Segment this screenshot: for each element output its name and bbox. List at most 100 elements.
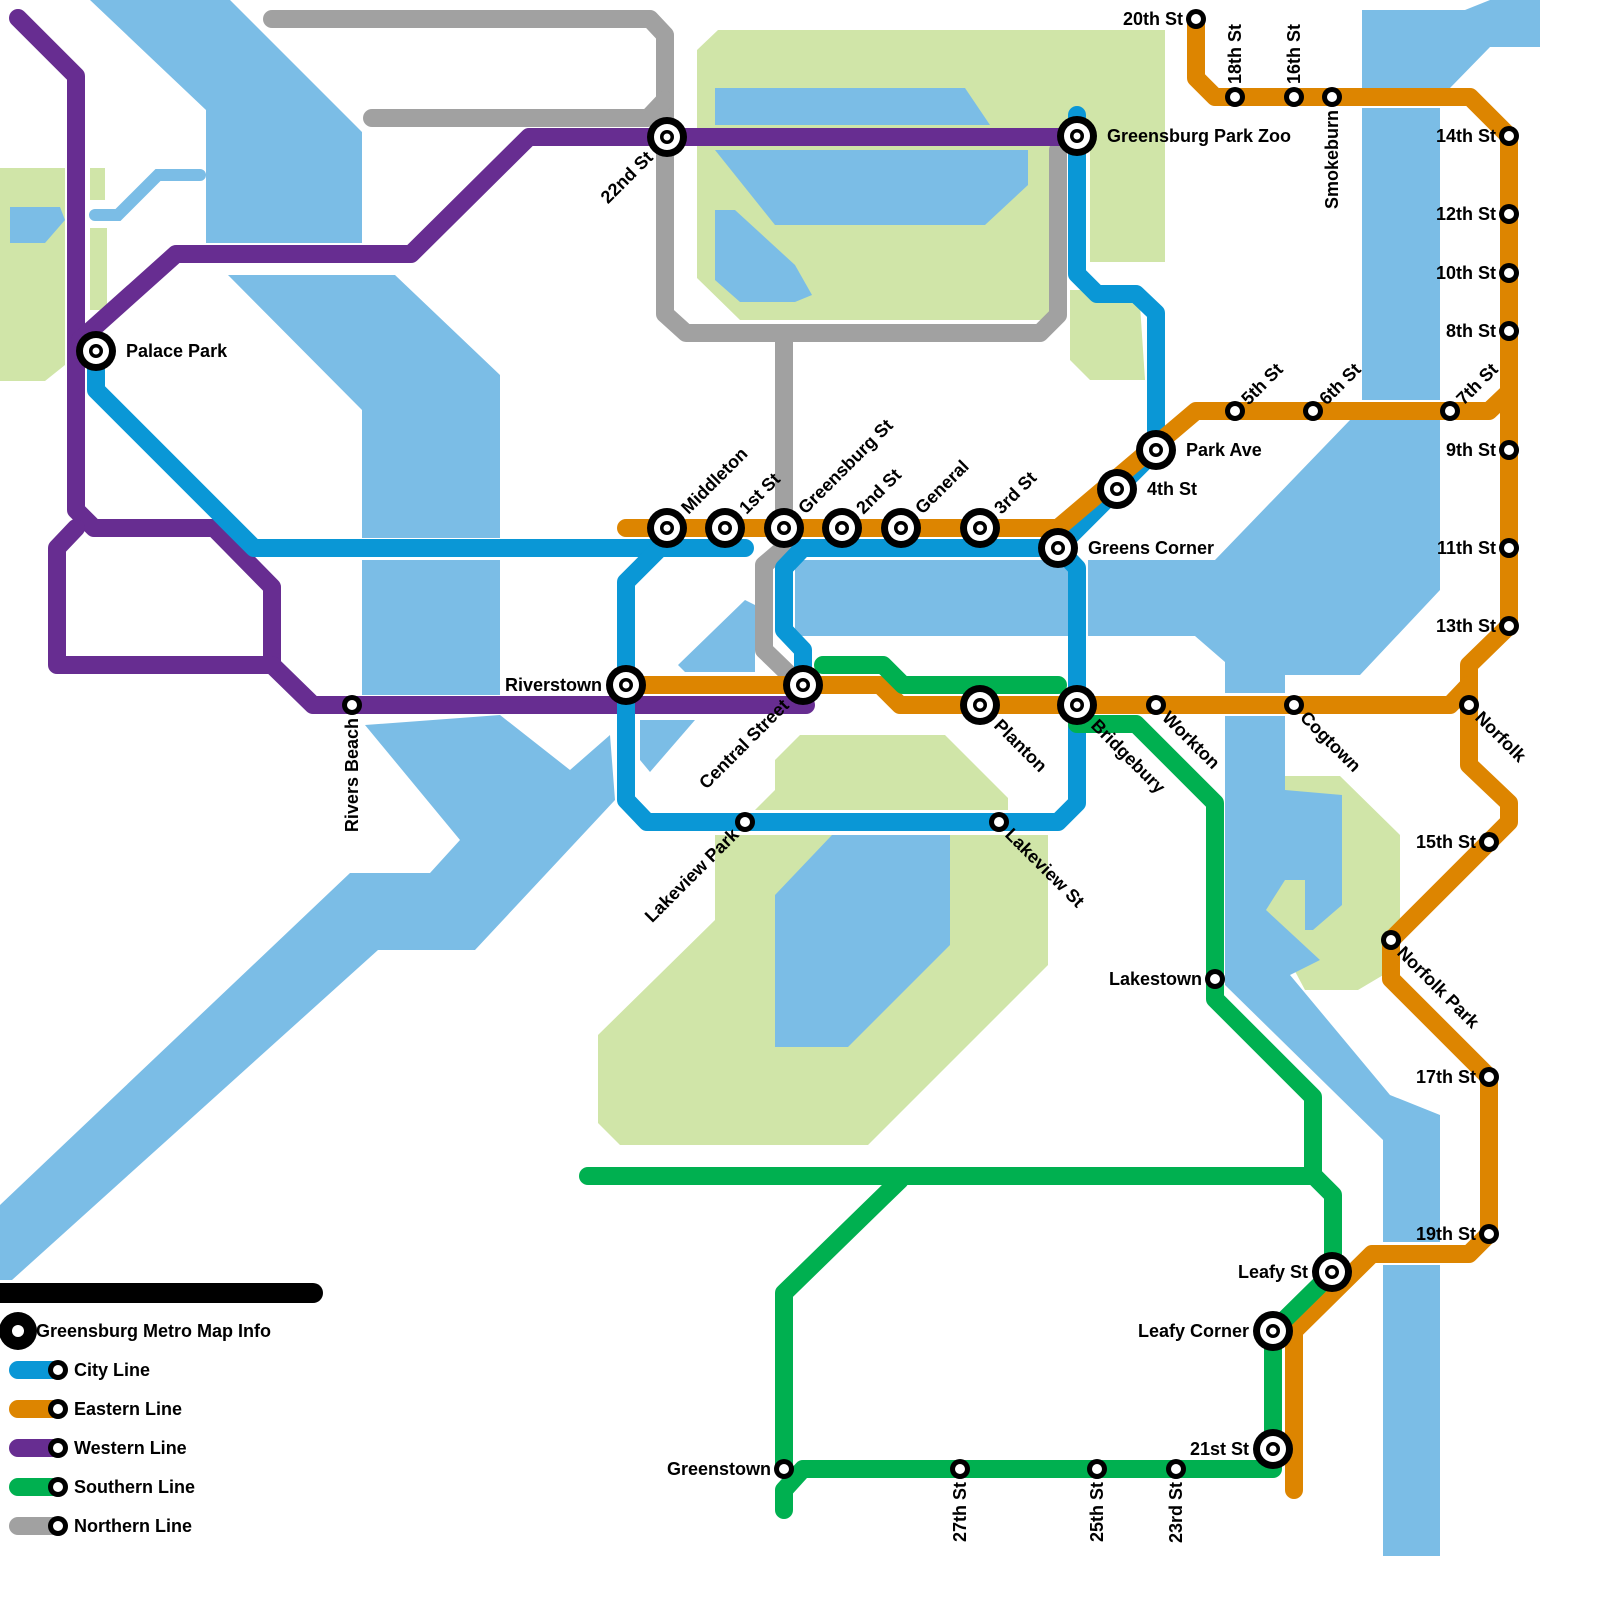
station[interactable]: 20th St — [1123, 9, 1206, 29]
station-label: Leafy St — [1238, 1262, 1308, 1282]
interchange-station-icon — [960, 685, 1000, 725]
station-label: Palace Park — [126, 341, 228, 361]
interchange-station-icon — [705, 508, 745, 548]
station[interactable]: 27th St — [950, 1459, 970, 1542]
eastern-line — [1187, 10, 1518, 1499]
water-area — [715, 88, 990, 125]
station-label: 19th St — [1416, 1224, 1476, 1244]
southern-line — [775, 715, 1342, 1519]
station-stop-icon — [1186, 9, 1206, 29]
station-label: Riverstown — [505, 675, 602, 695]
station[interactable]: 8th St — [1446, 321, 1519, 341]
station-label: Leafy Corner — [1138, 1321, 1249, 1341]
station-stop-icon — [1479, 832, 1499, 852]
station[interactable]: 10th St — [1436, 263, 1519, 283]
park-area — [90, 168, 105, 200]
station-label: 18th St — [1225, 24, 1245, 84]
station[interactable]: 21st St — [1190, 1429, 1293, 1469]
western-line — [48, 519, 281, 674]
river-channel — [89, 169, 206, 221]
station[interactable]: Rivers Beach — [342, 695, 362, 832]
station[interactable]: Palace Park — [76, 331, 228, 371]
station[interactable]: 15th St — [1416, 832, 1499, 852]
water-area — [1088, 420, 1440, 693]
station[interactable]: 18th St — [1225, 24, 1245, 107]
station-label: Park Ave — [1186, 440, 1262, 460]
station-label: 15th St — [1416, 832, 1476, 852]
station-stop-icon — [48, 1438, 68, 1458]
station-label: 4th St — [1147, 479, 1197, 499]
station[interactable]: 12th St — [1436, 204, 1519, 224]
station[interactable]: Lakestown — [1109, 969, 1225, 989]
legend-item: City Line — [9, 1360, 150, 1380]
station-label: 13th St — [1436, 616, 1496, 636]
station-stop-icon — [48, 1360, 68, 1380]
station-stop-icon — [1146, 695, 1166, 715]
station[interactable]: 16th St — [1284, 24, 1304, 107]
legend: Greensburg Metro Map Info City LineEaste… — [0, 1283, 323, 1536]
station[interactable]: 4th St — [1097, 469, 1197, 509]
western-line — [71, 128, 1086, 349]
legend-item: Western Line — [9, 1438, 187, 1458]
station[interactable]: Greenstown — [667, 1459, 794, 1479]
park-area — [0, 168, 65, 381]
station-stop-icon — [989, 812, 1009, 832]
legend-label: Northern Line — [74, 1516, 192, 1536]
station-label: 5th St — [1237, 359, 1287, 409]
station[interactable]: 14th St — [1436, 126, 1519, 146]
station-label: Greens Corner — [1088, 538, 1214, 558]
station-stop-icon — [1381, 930, 1401, 950]
station-label: 14th St — [1436, 126, 1496, 146]
station-stop-icon — [1087, 1459, 1107, 1479]
station-label: 9th St — [1446, 440, 1496, 460]
water-area — [0, 715, 615, 1280]
station-stop-icon — [1225, 401, 1245, 421]
interchange-station-icon — [606, 665, 646, 705]
station-label: Greensburg Park Zoo — [1107, 126, 1291, 146]
station[interactable]: 19th St — [1416, 1224, 1499, 1244]
station-label: Greenstown — [667, 1459, 771, 1479]
station-stop-icon — [1166, 1459, 1186, 1479]
station[interactable]: 23rd St — [1166, 1459, 1186, 1543]
interchange-station-icon — [1057, 116, 1097, 156]
station-stop-icon — [1205, 969, 1225, 989]
station[interactable]: Leafy Corner — [1138, 1311, 1293, 1351]
station[interactable]: Greensburg Park Zoo — [1057, 116, 1291, 156]
station[interactable]: Smokeburn — [1322, 87, 1342, 209]
station-label: General — [911, 456, 973, 518]
station-label: Planton — [990, 715, 1051, 776]
station-stop-icon — [48, 1399, 68, 1419]
station-label: Norfolk — [1471, 707, 1530, 766]
station[interactable]: 9th St — [1446, 440, 1519, 460]
interchange-station-icon — [1253, 1429, 1293, 1469]
station-label: 23rd St — [1166, 1482, 1186, 1543]
station-label: 6th St — [1315, 359, 1365, 409]
station-stop-icon — [1322, 87, 1342, 107]
station[interactable]: Riverstown — [505, 665, 646, 705]
interchange-station-icon — [1253, 1311, 1293, 1351]
water-area — [1383, 1265, 1440, 1556]
station[interactable]: Leafy St — [1238, 1252, 1352, 1292]
station-stop-icon — [1303, 401, 1323, 421]
station[interactable]: Greens Corner — [1038, 528, 1214, 568]
interchange-station-icon — [1038, 528, 1078, 568]
legend-title-icon — [0, 1312, 37, 1350]
station[interactable]: 17th St — [1416, 1067, 1499, 1087]
station[interactable]: 11th St — [1437, 538, 1519, 558]
legend-item: Eastern Line — [9, 1399, 182, 1419]
station-label: 27th St — [950, 1482, 970, 1542]
station-label: 22nd St — [597, 147, 657, 207]
station[interactable]: 25th St — [1087, 1459, 1107, 1542]
water-area — [678, 600, 755, 672]
station[interactable]: 13th St — [1436, 616, 1519, 636]
station-label: 8th St — [1446, 321, 1496, 341]
station-stop-icon — [1440, 401, 1460, 421]
water-area — [90, 0, 362, 243]
interchange-station-icon — [1097, 469, 1137, 509]
interchange-station-icon — [647, 508, 687, 548]
water-area — [1362, 0, 1540, 88]
station-stop-icon — [735, 812, 755, 832]
station[interactable]: Park Ave — [1136, 430, 1262, 470]
interchange-station-icon — [881, 508, 921, 548]
interchange-station-icon — [1057, 685, 1097, 725]
